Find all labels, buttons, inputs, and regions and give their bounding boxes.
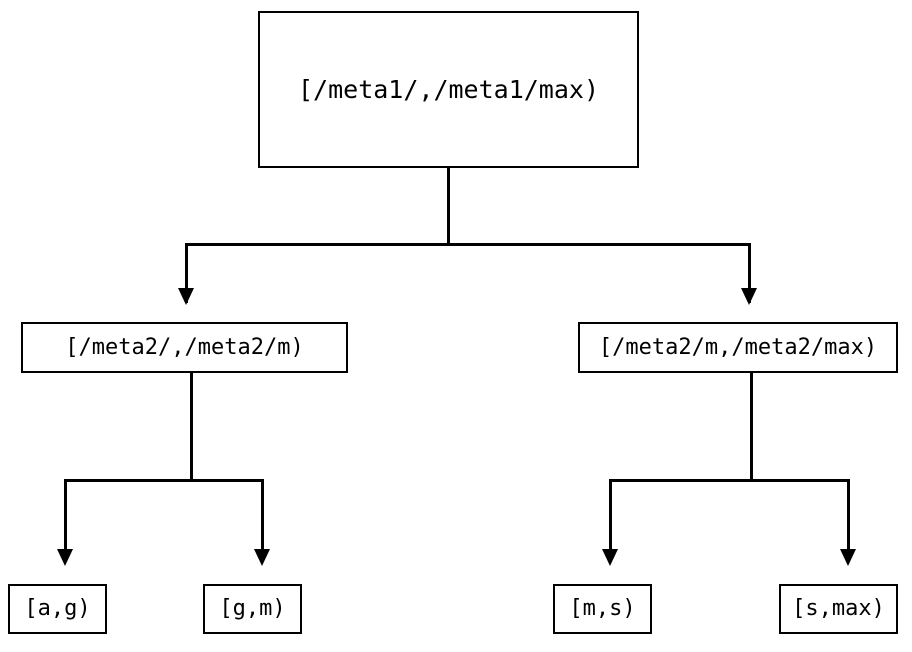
edge-mid-right-to-leaf3-drop: [847, 479, 850, 551]
tree-node-root[interactable]: [/meta1/,/meta1/max): [258, 11, 639, 168]
edge-mid-right-crossbar: [609, 479, 850, 482]
tree-node-leaf-2[interactable]: [m,s): [553, 584, 652, 634]
tree-node-leaf-1[interactable]: [g,m): [203, 584, 302, 634]
edge-root-to-mid-right-drop: [748, 243, 751, 303]
edge-root-stem: [447, 168, 450, 245]
arrowhead-root-to-mid-right: [741, 288, 757, 305]
arrowhead-mid-left-to-leaf0: [57, 549, 73, 566]
tree-node-root-label: [/meta1/,/meta1/max): [297, 75, 600, 104]
tree-node-leaf-1-label: [g,m): [219, 596, 286, 621]
tree-node-mid-left-label: [/meta2/,/meta2/m): [65, 334, 304, 360]
edge-mid-left-to-leaf0-drop: [64, 479, 67, 551]
edge-mid-right-stem: [750, 373, 753, 482]
tree-node-mid-right-label: [/meta2/m,/meta2/max): [598, 334, 878, 360]
edge-root-to-mid-left-drop: [185, 243, 188, 303]
arrowhead-mid-left-to-leaf1: [254, 549, 270, 566]
tree-node-mid-right[interactable]: [/meta2/m,/meta2/max): [578, 322, 898, 373]
tree-node-leaf-2-label: [m,s): [569, 596, 636, 621]
edge-mid-right-to-leaf2-drop: [609, 479, 612, 551]
tree-node-leaf-0[interactable]: [a,g): [8, 584, 107, 634]
tree-node-leaf-3[interactable]: [s,max): [779, 584, 898, 634]
tree-node-mid-left[interactable]: [/meta2/,/meta2/m): [21, 322, 348, 373]
edge-root-crossbar: [185, 243, 751, 246]
edge-mid-left-to-leaf1-drop: [261, 479, 264, 551]
edge-mid-left-crossbar: [64, 479, 264, 482]
tree-node-leaf-0-label: [a,g): [24, 596, 91, 621]
arrowhead-mid-right-to-leaf3: [840, 549, 856, 566]
edge-mid-left-stem: [190, 373, 193, 482]
arrowhead-root-to-mid-left: [178, 288, 194, 305]
tree-node-leaf-3-label: [s,max): [792, 596, 885, 621]
arrowhead-mid-right-to-leaf2: [602, 549, 618, 566]
